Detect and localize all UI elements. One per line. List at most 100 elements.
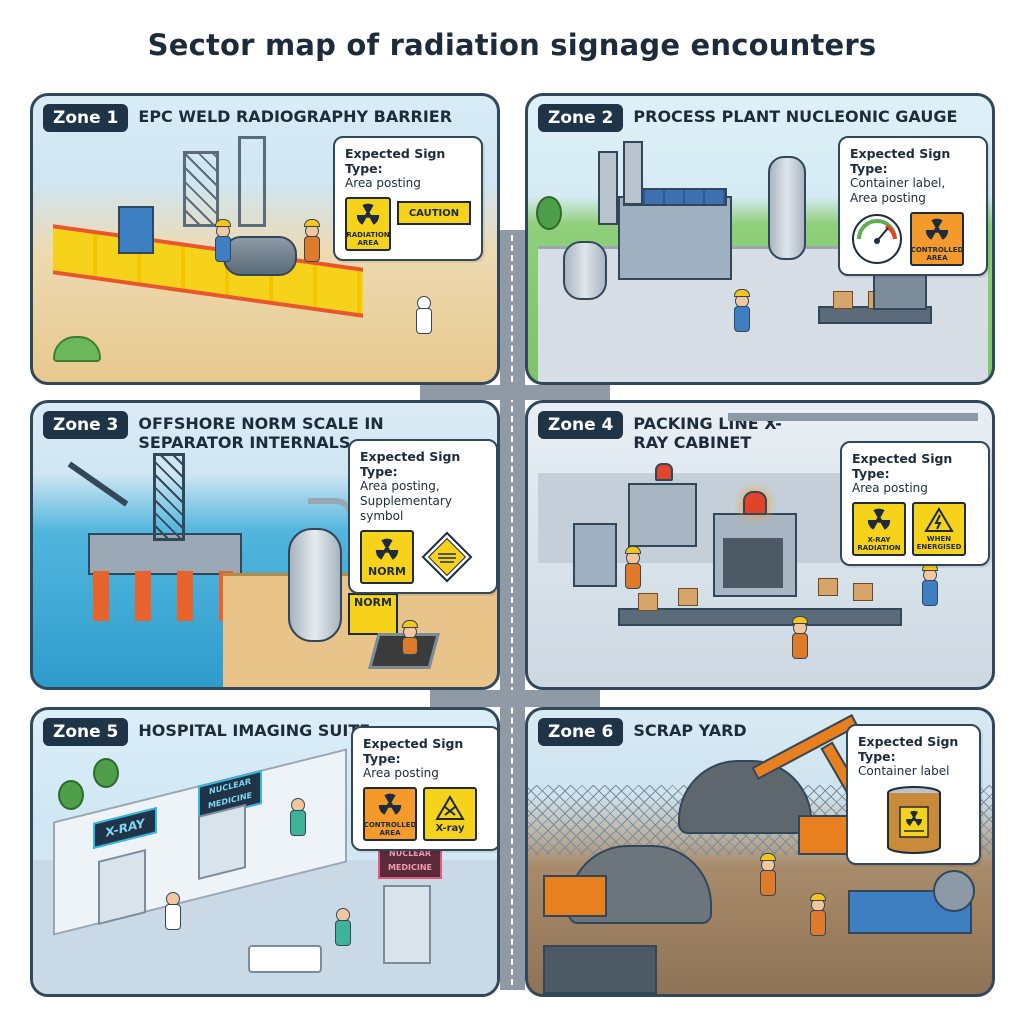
callout-expected: Container label (858, 764, 950, 778)
worker (922, 580, 938, 606)
zone-3-title: Offshore NORM scale in separator interna… (138, 414, 384, 452)
tree (536, 196, 562, 230)
zone-2-badge: Zone 2 (538, 104, 624, 132)
shrub (53, 336, 101, 362)
callout-heading: Expected Sign Type: (345, 146, 446, 176)
zone-1-title: EPC weld radiography barrier (138, 107, 453, 126)
callout-signs: X-RAY RADIATION WHEN ENERGISED (852, 502, 978, 556)
callout-heading: Expected Sign Type: (858, 734, 959, 764)
trefoil-icon (867, 508, 891, 530)
xray-warning-sign: X-ray (423, 787, 477, 841)
callout-signs (858, 785, 969, 855)
package-box (833, 291, 853, 309)
door (383, 885, 431, 964)
zone-6-header: Zone 6 Scrap yard (538, 718, 747, 746)
callout-expected: Area posting (852, 481, 928, 495)
steel-structure (238, 136, 266, 227)
zone-5-panel[interactable]: Zone 5 Hospital imaging suite X-RAY NUCL… (30, 707, 500, 997)
zone-6-badge: Zone 6 (538, 718, 624, 746)
xray-cabinet-opening (723, 538, 783, 588)
hardhat-icon (734, 289, 750, 297)
package-box (818, 578, 838, 596)
worker (402, 637, 418, 655)
callout-heading: Expected Sign Type: (850, 146, 951, 176)
ceiling-beam (728, 413, 978, 421)
hardhat-icon (304, 219, 320, 227)
zone-1-header: Zone 1 EPC weld radiography barrier (43, 104, 452, 132)
sign-text: CONTROLLED AREA (910, 246, 964, 262)
worker (734, 306, 750, 332)
worker (215, 236, 231, 262)
hardhat-icon (810, 893, 826, 901)
crane-arm (67, 461, 129, 507)
callout-signs: CONTROLLED AREA (850, 212, 976, 266)
page-title: Sector map of radiation signage encounte… (147, 28, 877, 62)
road-marking (511, 235, 513, 985)
hardhat-icon (792, 616, 808, 624)
caution-label: CAUTION (397, 201, 471, 225)
trefoil-icon (925, 218, 949, 240)
warning-triangle-icon (924, 507, 954, 532)
separator-vessel (288, 528, 342, 642)
zone-1-callout: Expected Sign Type: Area posting RADIATI… (333, 136, 483, 261)
callout-heading: Expected Sign Type: (852, 451, 953, 481)
zone-6-title: Scrap yard (633, 721, 747, 740)
zone-4-badge: Zone 4 (538, 411, 624, 439)
hardhat-icon (402, 620, 418, 628)
worker-protective-suit (416, 308, 432, 334)
callout-expected: Area posting (345, 176, 421, 190)
zone-5-badge: Zone 5 (43, 718, 129, 746)
zone-2-panel[interactable]: Zone 2 Process plant nucleonic gauge Exp… (525, 93, 995, 385)
callout-heading: Expected Sign Type: (363, 736, 464, 766)
controlled-area-sign: CONTROLLED AREA (363, 787, 417, 841)
zone-1-badge: Zone 1 (43, 104, 129, 132)
zone-2-header: Zone 2 Process plant nucleonic gauge (538, 104, 957, 132)
zone-6-callout: Expected Sign Type: Container label (846, 724, 981, 865)
worker (304, 236, 320, 262)
zone-3-badge: Zone 3 (43, 411, 129, 439)
hospital-bed (248, 945, 322, 973)
package-box (678, 588, 698, 606)
smokestack (598, 151, 618, 225)
callout-expected: Area posting, Supplementary symbol (360, 479, 452, 523)
diamond-placard-icon (421, 531, 473, 583)
worker (760, 870, 776, 896)
controlled-area-sign: CONTROLLED AREA (910, 212, 964, 266)
door (98, 849, 146, 925)
gauge-icon (852, 214, 902, 264)
norm-sign: NORM (360, 530, 414, 584)
sign-text: NORM (368, 565, 406, 578)
drum-label-icon (886, 786, 941, 854)
steel-structure (183, 151, 219, 227)
sign-text: X-RAY RADIATION (857, 536, 901, 552)
xray-radiation-sign: X-RAY RADIATION (852, 502, 906, 556)
zone-1-panel[interactable]: Zone 1 EPC weld radiography barrier Expe… (30, 93, 500, 385)
zone-6-panel[interactable]: Zone 6 Scrap yard Expected Sign Type: Co… (525, 707, 995, 997)
bulldozer (543, 875, 607, 917)
tree (93, 758, 119, 788)
worker (792, 633, 808, 659)
callout-signs: NORM (360, 530, 486, 584)
factory-building (618, 196, 732, 280)
sign-text: WHEN ENERGISED (916, 535, 962, 551)
zone-3-callout: Expected Sign Type: Area posting, Supple… (348, 439, 497, 594)
conveyor (618, 608, 902, 626)
excavator-cab (798, 815, 852, 855)
trefoil-icon (375, 538, 399, 560)
storage-tank (768, 156, 806, 260)
callout-signs: RADIATION AREA CAUTION (345, 197, 471, 251)
worker (625, 563, 641, 589)
worker (810, 910, 826, 936)
zone-2-title: Process plant nucleonic gauge (633, 107, 958, 126)
zone-3-panel[interactable]: Zone 3 Offshore NORM scale in separator … (30, 400, 500, 690)
nurse (290, 810, 306, 836)
control-console (573, 523, 617, 587)
zone-4-panel[interactable]: Zone 4 Packing line X-ray cabinet Expect… (525, 400, 995, 690)
warning-beacon-icon (655, 463, 673, 481)
radiation-area-sign: RADIATION AREA (345, 197, 391, 251)
xray-cabinet (628, 483, 697, 547)
callout-signs: CONTROLLED AREA X-ray (363, 787, 489, 841)
equipment-cabinet (118, 206, 154, 254)
pipe-drum (933, 870, 975, 912)
hardhat-icon (215, 219, 231, 227)
